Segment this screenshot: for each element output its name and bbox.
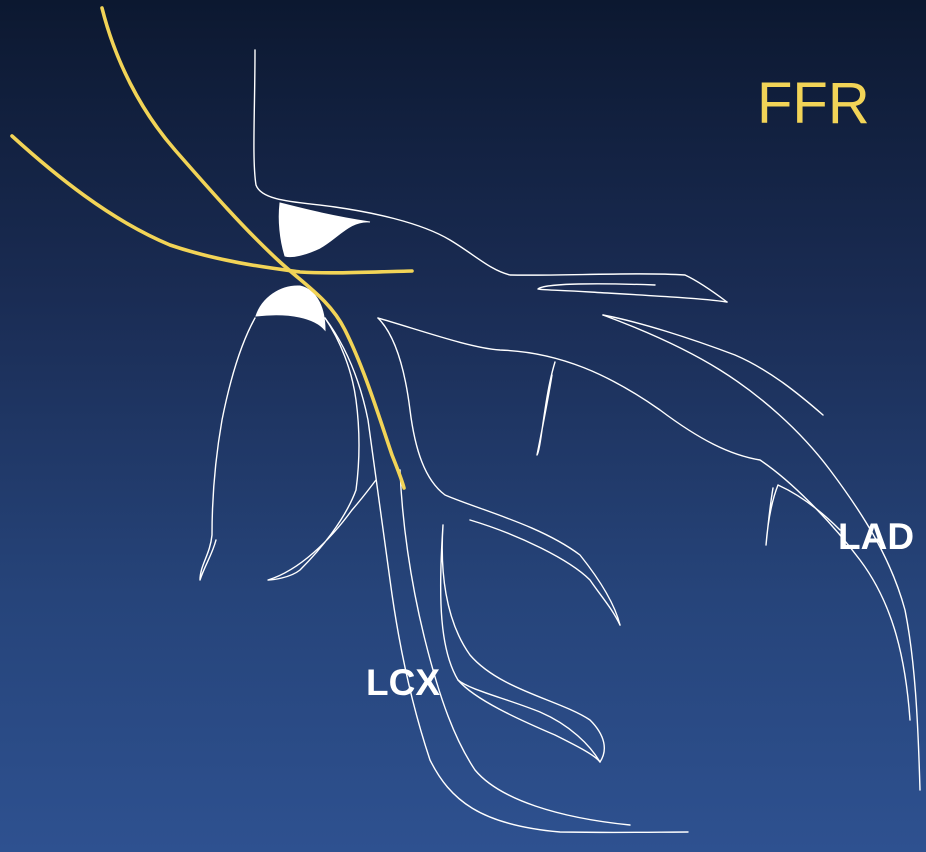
lad-lower-wall: [378, 318, 910, 720]
diagonal-branch-1: [537, 362, 555, 455]
lcx-branch-upper: [470, 520, 620, 625]
lcx-main-left-wall: [325, 318, 688, 832]
diagram-title: FFR: [757, 75, 870, 133]
guide-wire-lower: [12, 136, 412, 273]
lcx-outer-wall: [378, 318, 620, 625]
obtuse-marginal-branch: [441, 525, 605, 762]
guide-wire-upper: [102, 8, 404, 488]
diagonal-branch-2: [766, 485, 840, 545]
left-main-upper-wall: [254, 50, 727, 302]
ramus-inner-wall: [268, 318, 376, 580]
lad-label: LAD: [838, 518, 914, 555]
lad-proximal-inner-wall: [538, 284, 727, 302]
lcx-main-right-wall: [400, 470, 630, 825]
lcx-label: LCX: [366, 664, 440, 701]
ramus-outer-wall: [200, 318, 255, 580]
